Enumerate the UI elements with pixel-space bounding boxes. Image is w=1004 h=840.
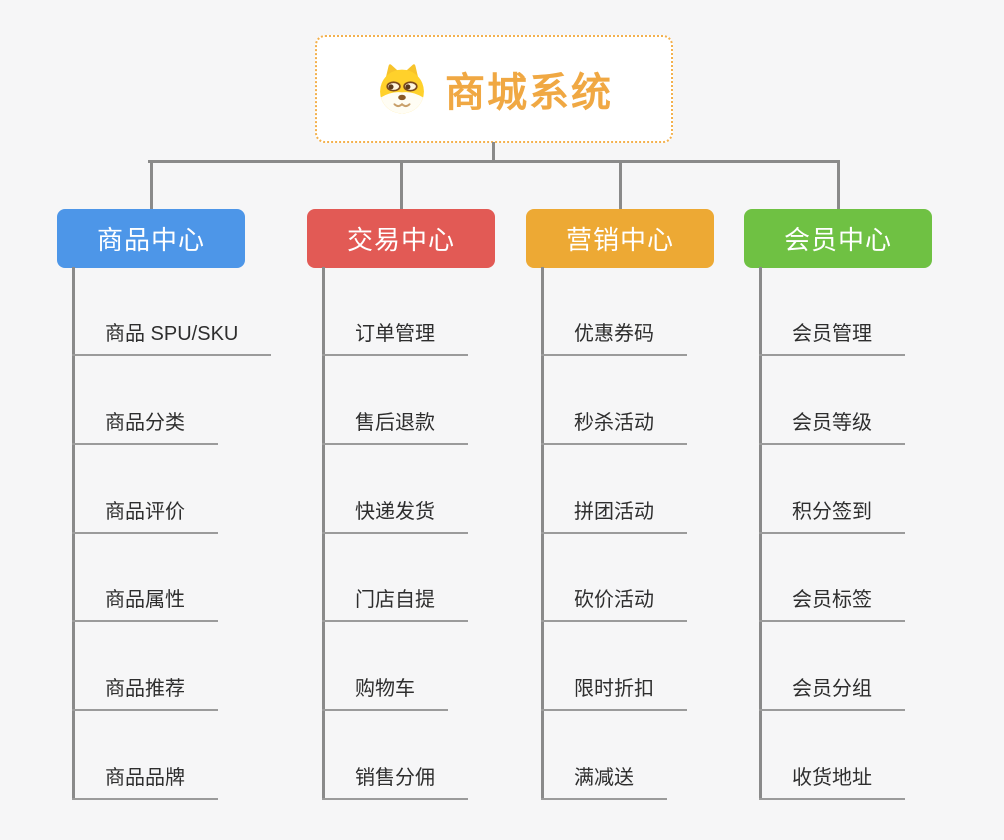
root-stem-connector [492,142,495,161]
child-topic-product-center-6[interactable]: 商品品牌 [72,760,218,800]
child-topic-member-center-3[interactable]: 积分签到 [759,494,905,534]
child-topic-trade-center-6[interactable]: 销售分佣 [322,760,468,800]
child-topic-trade-center-2[interactable]: 售后退款 [322,405,468,445]
branch-connector-product-center [149,160,153,210]
child-topic-trade-center-5[interactable]: 购物车 [322,671,448,711]
child-topic-trade-center-1[interactable]: 订单管理 [322,316,468,356]
branch-topic-marketing-center[interactable]: 营销中心 [526,209,714,268]
child-topic-marketing-center-3[interactable]: 拼团活动 [541,494,687,534]
child-topic-product-center-4[interactable]: 商品属性 [72,582,218,622]
child-topic-marketing-center-6[interactable]: 满减送 [541,760,667,800]
child-topic-marketing-center-4[interactable]: 砍价活动 [541,582,687,622]
child-topic-member-center-2[interactable]: 会员等级 [759,405,905,445]
child-topic-product-center-3[interactable]: 商品评价 [72,494,218,534]
child-topic-product-center-1[interactable]: 商品 SPU/SKU [72,316,272,356]
branch-bus-connector [148,160,838,163]
branch-topic-trade-center[interactable]: 交易中心 [307,209,495,268]
child-topic-marketing-center-2[interactable]: 秒杀活动 [541,405,687,445]
branch-connector-trade-center [399,160,403,210]
root-topic-label: 商城系统 [445,71,613,115]
branch-topic-member-center[interactable]: 会员中心 [744,209,932,268]
branch-connector-marketing-center [618,160,622,210]
child-topic-product-center-5[interactable]: 商品推荐 [72,671,218,711]
root-topic[interactable]: 商城系统 [315,35,673,143]
child-topic-member-center-4[interactable]: 会员标签 [759,582,905,622]
child-topic-member-center-6[interactable]: 收货地址 [759,760,905,800]
child-topic-marketing-center-1[interactable]: 优惠券码 [541,316,687,356]
child-topic-member-center-5[interactable]: 会员分组 [759,671,905,711]
child-topic-marketing-center-5[interactable]: 限时折扣 [541,671,687,711]
child-topic-member-center-1[interactable]: 会员管理 [759,316,905,356]
child-topic-trade-center-4[interactable]: 门店自提 [322,582,468,622]
child-topic-trade-center-3[interactable]: 快递发货 [322,494,468,534]
branch-connector-member-center [836,160,840,210]
branch-topic-product-center[interactable]: 商品中心 [57,209,245,268]
doge-icon [380,64,424,114]
child-topic-product-center-2[interactable]: 商品分类 [72,405,218,445]
